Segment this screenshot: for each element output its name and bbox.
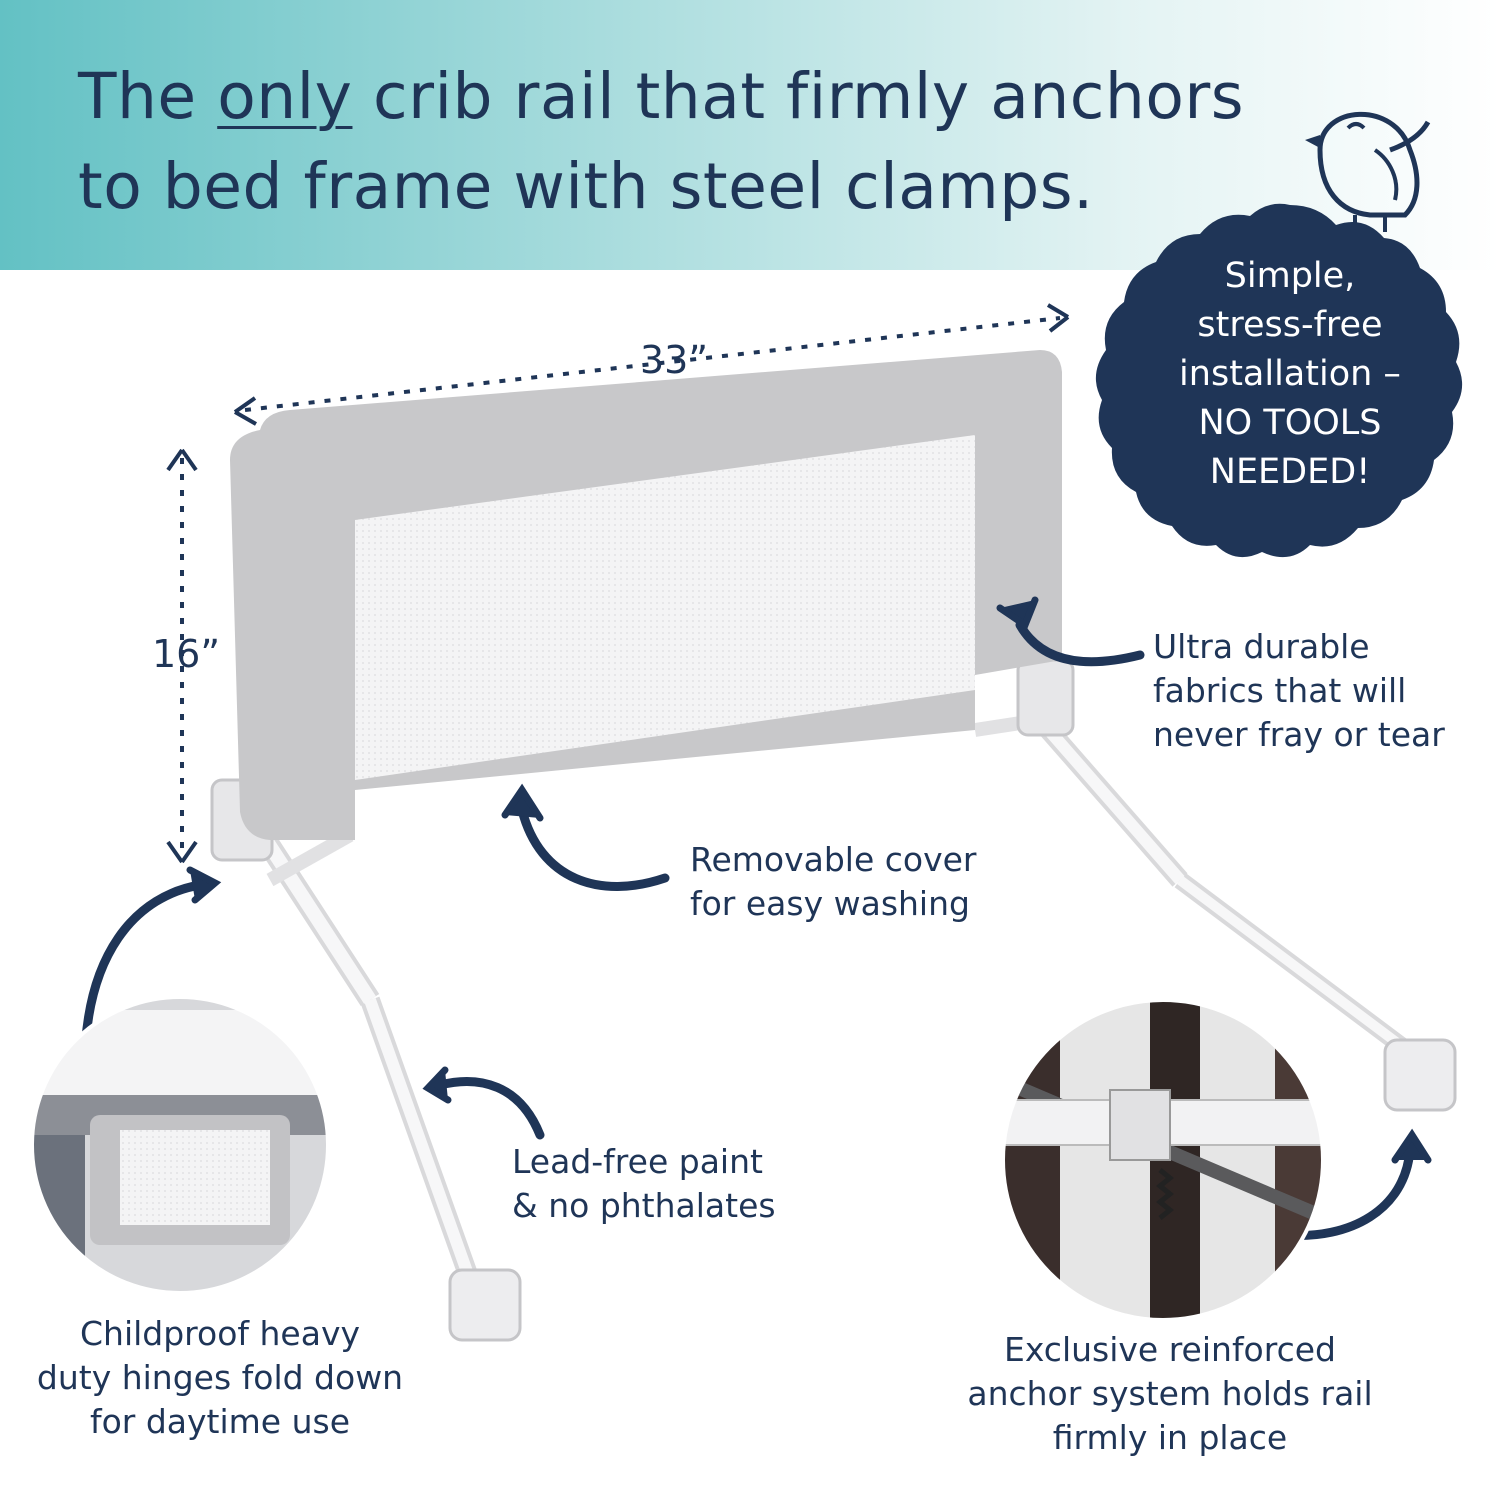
headline-line1: The only crib rail that firmly anchors <box>78 60 1244 133</box>
callout-line: never fray or tear <box>1153 715 1445 754</box>
callout-line: & no phthalates <box>512 1186 776 1225</box>
fabric-arrow <box>1015 620 1145 667</box>
headline-line2: to bed frame with steel clamps. <box>78 150 1094 223</box>
anchor-arrow <box>1280 1145 1415 1241</box>
callout-line: Childproof heavy <box>79 1314 361 1353</box>
headline-underlined-word: only <box>217 60 353 133</box>
callout-line: Removable cover <box>690 840 977 879</box>
anchor-callout: Exclusive reinforced anchor system holds… <box>950 1328 1390 1460</box>
hinge-inset-photo <box>30 995 330 1295</box>
callout-line: fabrics that will <box>1153 671 1407 710</box>
badge-line: stress-free <box>1197 305 1383 345</box>
anchor-inset-photo <box>1001 998 1325 1322</box>
badge-line: Simple, <box>1224 256 1356 296</box>
callout-line: firmly in place <box>1052 1418 1288 1457</box>
height-dimension-line <box>166 448 198 864</box>
badge-line: NO TOOLS <box>1198 403 1382 443</box>
headline-text-a: The <box>78 60 218 133</box>
paint-arrow <box>435 1077 545 1140</box>
callout-line: for easy washing <box>690 884 970 923</box>
callout-line: duty hinges fold down <box>36 1358 404 1397</box>
hinges-callout: Childproof heavy duty hinges fold down f… <box>20 1312 420 1444</box>
width-dimension-label: 33” <box>640 338 709 382</box>
cover-arrow <box>517 805 670 891</box>
callout-line: Ultra durable <box>1153 627 1370 666</box>
mesh-window <box>355 435 975 780</box>
callout-line: anchor system holds rail <box>967 1374 1373 1413</box>
width-dimension-line <box>233 303 1070 426</box>
height-dimension-label: 16” <box>152 632 221 676</box>
callout-line: Exclusive reinforced <box>1004 1330 1336 1369</box>
rail-fabric-panel <box>230 350 1062 840</box>
badge-line: NEEDED! <box>1209 452 1371 492</box>
badge-text: Simple, stress-free installation – NO TO… <box>1135 252 1445 497</box>
badge-line: installation – <box>1179 354 1401 394</box>
callout-line: for daytime use <box>89 1402 351 1441</box>
paint-callout: Lead-free paint & no phthalates <box>512 1140 776 1228</box>
headline-text-b: crib rail that firmly anchors <box>352 60 1245 133</box>
badge-shape <box>1095 203 1463 558</box>
bird-logo-icon <box>1305 111 1431 232</box>
callout-line: Lead-free paint <box>512 1142 763 1181</box>
cover-callout: Removable cover for easy washing <box>690 838 976 926</box>
fabric-callout: Ultra durable fabrics that will never fr… <box>1153 625 1445 757</box>
headline: The only crib rail that firmly anchors t… <box>78 52 1258 232</box>
